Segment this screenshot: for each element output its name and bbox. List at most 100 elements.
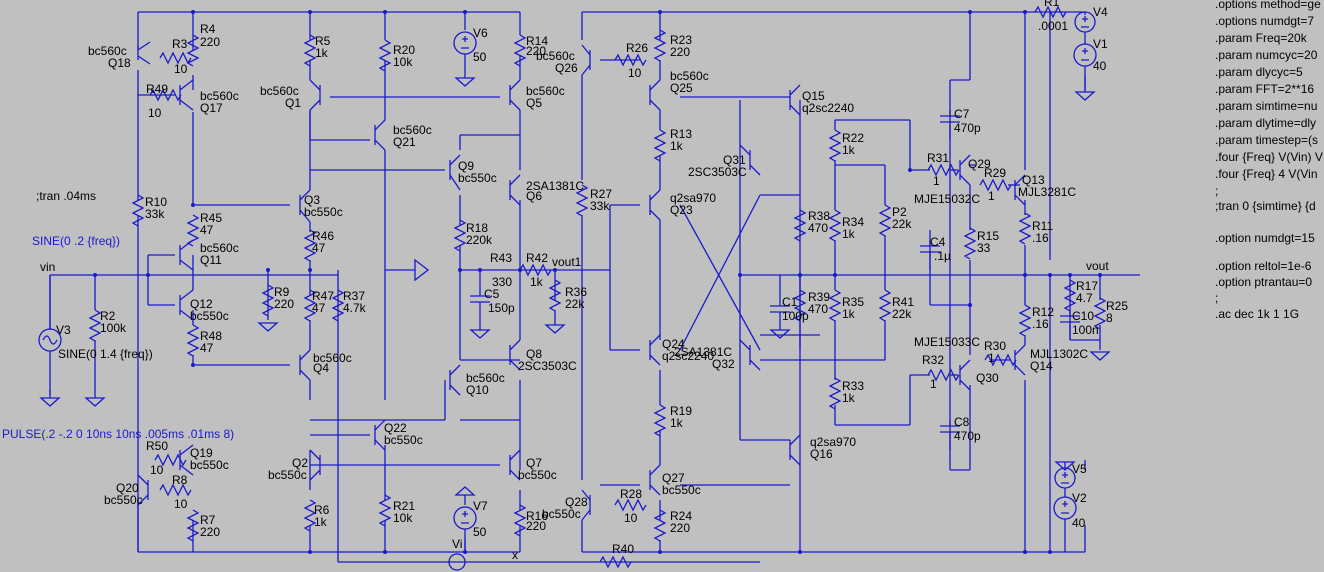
resistor-r35[interactable] — [828, 289, 842, 322]
resistor-r46[interactable] — [303, 229, 317, 262]
ground-r25[interactable] — [1089, 351, 1111, 361]
voltage-source-v3[interactable] — [38, 275, 62, 395]
resistor-r1[interactable] — [1034, 5, 1067, 19]
resistor-r39[interactable] — [793, 289, 807, 322]
spice-directives[interactable]: .options method=ge .options numdgt=7 .pa… — [1215, 0, 1323, 321]
resistor-r50[interactable] — [154, 453, 187, 467]
resistor-r40[interactable] — [599, 555, 632, 569]
resistor-r4[interactable] — [186, 34, 200, 67]
ground-c1[interactable] — [769, 329, 791, 339]
capacitor-c8[interactable] — [940, 420, 960, 450]
resistor-r49[interactable] — [149, 88, 182, 102]
resistor-r41[interactable] — [878, 289, 892, 322]
transistor-q27[interactable] — [649, 464, 661, 496]
resistor-r3[interactable] — [159, 51, 192, 65]
resistor-r22[interactable] — [828, 129, 842, 162]
resistor-r47[interactable] — [303, 289, 317, 322]
resistor-r12[interactable] — [1018, 304, 1032, 337]
transistor-q30[interactable] — [959, 359, 971, 391]
transistor-q19[interactable] — [179, 444, 194, 476]
transistor-q29[interactable] — [959, 154, 971, 186]
resistor-r31[interactable] — [927, 163, 960, 177]
resistor-r30[interactable] — [984, 353, 1017, 367]
voltage-source-v7[interactable] — [453, 495, 477, 552]
resistor-r13[interactable] — [653, 129, 667, 162]
ground-v3[interactable] — [39, 390, 61, 407]
transistor-q31[interactable] — [739, 144, 761, 176]
capacitor-c10[interactable] — [1060, 310, 1080, 340]
transistor-q8[interactable] — [509, 339, 521, 371]
ground-v7[interactable] — [454, 486, 476, 496]
resistor-r38[interactable] — [793, 209, 807, 242]
resistor-r19[interactable] — [653, 404, 667, 437]
transistor-q1[interactable] — [309, 79, 321, 111]
transistor-q3[interactable] — [299, 189, 311, 223]
transistor-q28[interactable] — [581, 489, 591, 521]
ground-r36[interactable] — [544, 310, 566, 334]
resistor-r32[interactable] — [927, 368, 960, 382]
resistor-r48[interactable] — [186, 324, 200, 357]
transistor-q15[interactable] — [789, 84, 801, 116]
resistor-r6[interactable] — [303, 499, 317, 532]
resistor-r28[interactable] — [614, 498, 647, 512]
resistor-r29[interactable] — [979, 178, 1012, 192]
transistor-q21[interactable] — [374, 119, 386, 151]
transistor-q32[interactable] — [739, 339, 761, 371]
resistor-r18[interactable] — [453, 219, 467, 252]
transistor-q13[interactable] — [1014, 174, 1026, 206]
resistor-r24[interactable] — [653, 509, 667, 542]
ground-r2[interactable] — [84, 340, 106, 407]
transistor-q11[interactable] — [179, 239, 194, 271]
resistor-r5[interactable] — [303, 34, 317, 67]
resistor-r34[interactable] — [828, 209, 842, 242]
voltage-source-v2[interactable] — [1053, 488, 1077, 552]
resistor-r27[interactable] — [575, 184, 589, 217]
resistor-r26[interactable] — [614, 53, 647, 67]
capacitor-c7[interactable] — [940, 110, 960, 140]
capacitor-c4[interactable] — [920, 240, 940, 270]
transistor-q23[interactable] — [649, 189, 661, 221]
buffer-symbol[interactable] — [385, 258, 430, 282]
resistor-r10[interactable] — [131, 194, 145, 227]
resistor-r17[interactable] — [1063, 279, 1077, 312]
ground-v6[interactable] — [454, 70, 476, 87]
resistor-r7[interactable] — [186, 509, 200, 542]
ground-c5[interactable] — [469, 329, 491, 339]
transistor-q26[interactable] — [581, 44, 591, 76]
transistor-q18[interactable] — [137, 41, 151, 65]
transistor-q10[interactable] — [449, 364, 461, 396]
resistor-r2[interactable] — [88, 309, 102, 342]
transistor-q22[interactable] — [374, 419, 386, 451]
transistor-q20[interactable] — [137, 474, 149, 506]
transistor-q5[interactable] — [509, 79, 521, 111]
resistor-r23[interactable] — [653, 29, 667, 62]
ground-r9[interactable] — [257, 322, 279, 332]
transistor-q25[interactable] — [649, 79, 661, 111]
resistor-r33[interactable] — [828, 377, 842, 410]
resistor-r15[interactable] — [963, 227, 977, 260]
resistor-r20[interactable] — [378, 39, 392, 72]
ground-v1[interactable] — [1074, 66, 1096, 101]
transistor-q7[interactable] — [509, 449, 521, 481]
resistor-r11[interactable] — [1018, 212, 1032, 245]
resistor-r8[interactable] — [159, 483, 192, 497]
resistor-r9[interactable] — [261, 284, 275, 317]
voltage-source-v6[interactable] — [453, 31, 477, 70]
ground-v5[interactable] — [1054, 461, 1076, 471]
resistor-r36[interactable] — [548, 279, 562, 312]
capacitor-c1[interactable] — [770, 300, 790, 330]
resistor-r16[interactable] — [513, 504, 527, 537]
transistor-q17[interactable] — [179, 79, 194, 111]
resistor-r14[interactable] — [513, 34, 527, 67]
resistor-r42[interactable] — [519, 263, 552, 277]
transistor-q4[interactable] — [299, 349, 311, 381]
capacitor-c5[interactable] — [470, 290, 490, 330]
transistor-q2[interactable] — [309, 449, 321, 481]
transistor-q16[interactable] — [789, 434, 801, 466]
transistor-q14[interactable] — [1014, 344, 1026, 376]
transistor-q6[interactable] — [509, 174, 521, 206]
transistor-q12[interactable] — [179, 289, 194, 321]
transistor-q24[interactable] — [649, 334, 661, 366]
resistor-r37[interactable] — [331, 289, 345, 322]
